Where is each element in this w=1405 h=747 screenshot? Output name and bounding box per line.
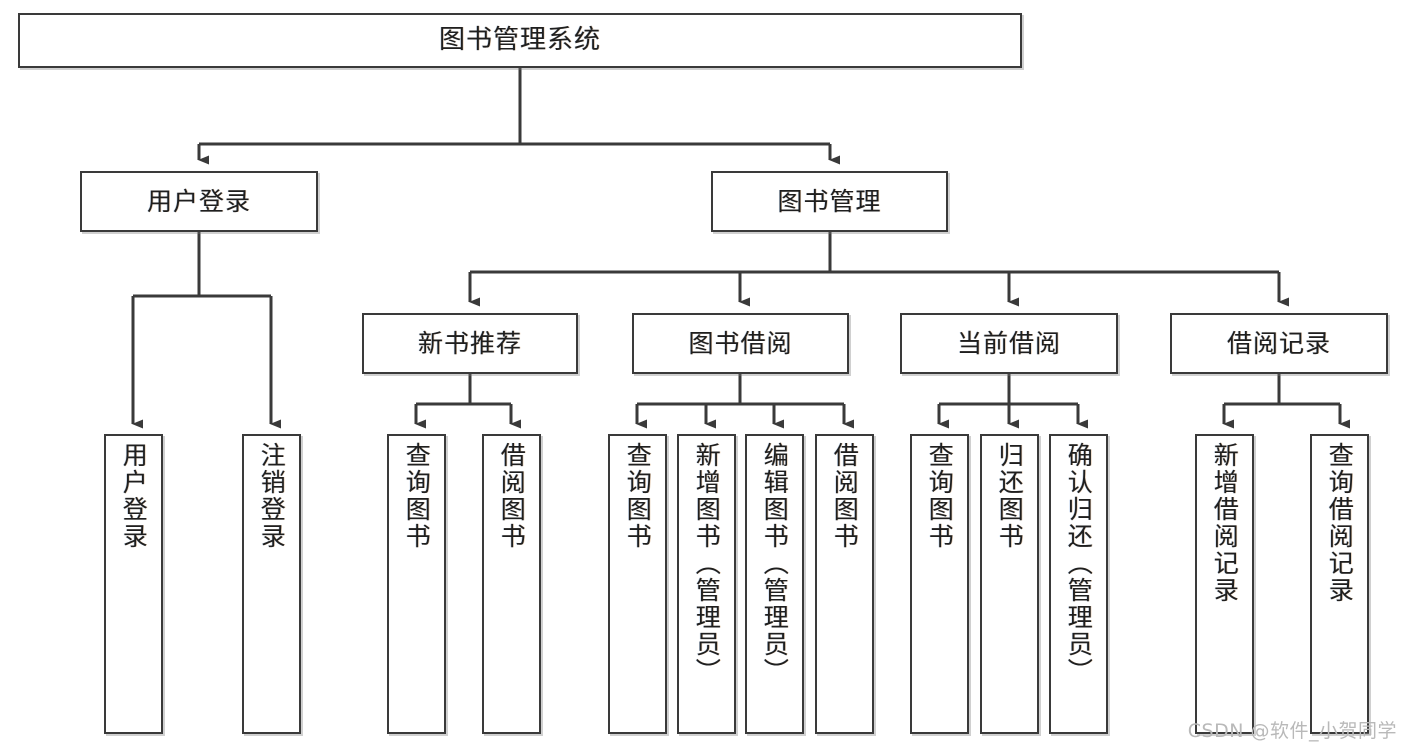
node-label: 当前借阅: [956, 328, 1061, 358]
node-book-management[interactable]: 图书管理: [711, 171, 948, 232]
node-leaf-query-book-1[interactable]: 查询图书: [387, 434, 446, 734]
node-leaf-query-book-3[interactable]: 查询图书: [910, 434, 969, 734]
node-label: 查询图书: [925, 442, 955, 550]
csdn-watermark: CSDN @软件_小贺同学: [1187, 720, 1397, 742]
node-label: 查询借阅记录: [1325, 442, 1355, 604]
node-new-book-recommend[interactable]: 新书推荐: [362, 313, 578, 374]
node-leaf-query-borrow-record[interactable]: 查询借阅记录: [1310, 434, 1369, 734]
node-leaf-query-book-2[interactable]: 查询图书: [608, 434, 667, 734]
node-label: 确认归还（管理员）: [1064, 442, 1094, 685]
node-label: 编辑图书（管理员）: [760, 442, 790, 685]
node-label: 查询图书: [623, 442, 653, 550]
node-leaf-edit-book-admin[interactable]: 编辑图书（管理员）: [745, 434, 804, 734]
node-label: 图书管理: [777, 186, 882, 216]
node-root-book-management-system[interactable]: 图书管理系统: [18, 13, 1022, 68]
node-leaf-user-login[interactable]: 用户登录: [104, 434, 163, 734]
node-leaf-borrow-book-1[interactable]: 借阅图书: [482, 434, 541, 734]
node-borrow-record[interactable]: 借阅记录: [1170, 313, 1388, 374]
node-label: 新增图书（管理员）: [692, 442, 722, 685]
node-leaf-add-borrow-record[interactable]: 新增借阅记录: [1195, 434, 1254, 734]
node-book-borrow[interactable]: 图书借阅: [632, 313, 849, 374]
node-label: 新增借阅记录: [1210, 442, 1240, 604]
node-current-borrow[interactable]: 当前借阅: [900, 313, 1118, 374]
node-label: 归还图书: [995, 442, 1025, 550]
node-user-login[interactable]: 用户登录: [80, 171, 318, 232]
node-label: 借阅图书: [497, 442, 527, 550]
node-label: 借阅图书: [830, 442, 860, 550]
node-label: 新书推荐: [417, 328, 522, 358]
node-leaf-add-book-admin[interactable]: 新增图书（管理员）: [677, 434, 736, 734]
node-leaf-confirm-return-admin[interactable]: 确认归还（管理员）: [1049, 434, 1108, 734]
node-label: 用户登录: [146, 186, 251, 216]
node-label: 查询图书: [402, 442, 432, 550]
node-label: 图书借阅: [688, 328, 793, 358]
node-label: 注销登录: [257, 442, 287, 550]
node-label: 借阅记录: [1226, 328, 1331, 358]
node-leaf-return-book[interactable]: 归还图书: [980, 434, 1039, 734]
node-label: 用户登录: [119, 442, 149, 550]
node-label: 图书管理系统: [438, 24, 601, 55]
node-leaf-borrow-book-2[interactable]: 借阅图书: [815, 434, 874, 734]
node-leaf-logout-login[interactable]: 注销登录: [242, 434, 301, 734]
